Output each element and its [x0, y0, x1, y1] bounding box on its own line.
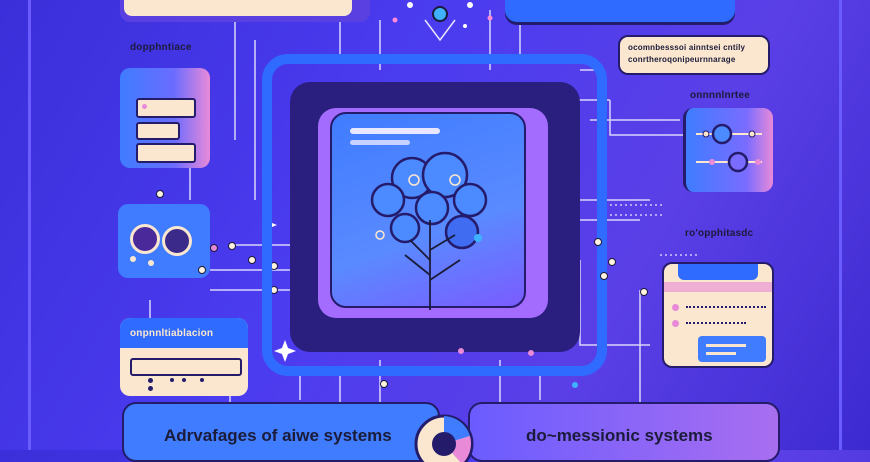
- note-line-2: conrtheroqonipeurnnarage: [628, 55, 736, 64]
- right-card-form: [662, 262, 774, 368]
- panel-bar: [350, 140, 410, 145]
- node-dot: [380, 380, 388, 388]
- central-outer-frame: [262, 54, 607, 376]
- node-dot: [458, 348, 464, 354]
- node-dot: [608, 258, 616, 266]
- note-line-1: ocomnbesssoi ainntsei cntily: [628, 43, 746, 52]
- left-bottom-card-title: onpnnltiablacion: [130, 328, 214, 339]
- bottom-left-text: Adrvafages of aiwe systems: [164, 426, 392, 445]
- bottom-right-text: do~messionic systems: [526, 426, 713, 445]
- bottom-right-banner: do~messionic systems: [468, 402, 780, 462]
- right-middle-label: ro'opphitasdc: [685, 228, 754, 239]
- right-upper-label: onnnnlnrtee: [690, 90, 750, 101]
- left-card-toggles: [118, 204, 210, 278]
- brain-tree-icon: [370, 151, 488, 310]
- node-dot: [640, 288, 648, 296]
- pie-badge-icon: [414, 414, 474, 462]
- top-right-banner: [505, 0, 735, 22]
- node-graph-icon: [696, 123, 762, 173]
- node-dot: [210, 244, 218, 252]
- node-dot: [594, 238, 602, 246]
- left-bottom-card: onpnnltiablacion: [120, 318, 248, 396]
- node-dot: [228, 242, 236, 250]
- node-dot: [572, 382, 578, 388]
- node-dot: [528, 350, 534, 356]
- right-card-nodes: [683, 108, 773, 192]
- top-left-label: dopphntiace: [130, 42, 192, 53]
- top-right-note: ocomnbesssoi ainntsei cntily conrtheroqo…: [618, 35, 770, 75]
- node-dot: [156, 190, 164, 198]
- outer-frame: [28, 0, 842, 450]
- top-left-banner: [120, 0, 370, 22]
- node-dot: [248, 256, 256, 264]
- panel-bar: [350, 128, 440, 134]
- left-card-list: [120, 68, 210, 168]
- node-dot: [600, 272, 608, 280]
- bottom-left-banner: Adrvafages of aiwe systems: [122, 402, 440, 462]
- node-dot: [198, 266, 206, 274]
